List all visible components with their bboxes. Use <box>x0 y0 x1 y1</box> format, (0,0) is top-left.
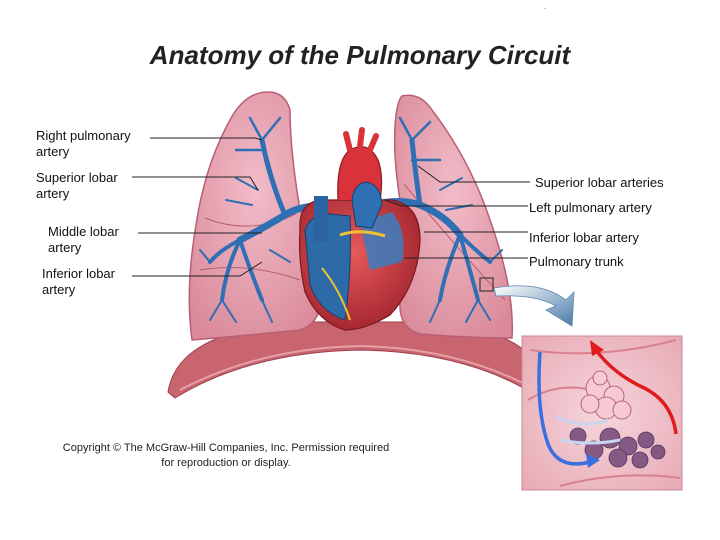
label-right-pulmonary-artery: Right pulmonary artery <box>36 128 131 160</box>
label-middle-lobar-artery: Middle lobar artery <box>48 224 119 256</box>
label-line: Superior lobar <box>36 170 118 186</box>
label-line: artery <box>36 144 131 160</box>
label-line: artery <box>48 240 119 256</box>
label-line: artery <box>36 186 118 202</box>
alveoli-inset <box>522 336 682 490</box>
label-pulmonary-trunk: Pulmonary trunk <box>529 254 624 270</box>
copyright-line: for reproduction or display. <box>40 456 412 471</box>
label-line: artery <box>42 282 115 298</box>
label-line: Right pulmonary <box>36 128 131 144</box>
label-superior-lobar-arteries: Superior lobar arteries <box>535 175 664 191</box>
label-inferior-lobar-artery-left: Inferior lobar artery <box>42 266 115 298</box>
label-superior-lobar-artery: Superior lobar artery <box>36 170 118 202</box>
label-inferior-lobar-artery-right: Inferior lobar artery <box>529 230 639 246</box>
label-line: Middle lobar <box>48 224 119 240</box>
copyright-notice: Copyright © The McGraw-Hill Companies, I… <box>40 441 412 471</box>
label-left-pulmonary-artery: Left pulmonary artery <box>529 200 652 216</box>
label-line: Inferior lobar <box>42 266 115 282</box>
copyright-line: Copyright © The McGraw-Hill Companies, I… <box>40 441 412 456</box>
